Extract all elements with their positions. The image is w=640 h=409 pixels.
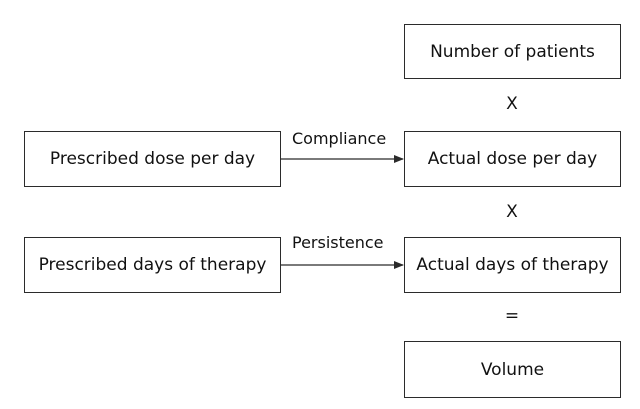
number-of-patients-label: Number of patients xyxy=(430,41,595,62)
prescribed-days-box: Prescribed days of therapy xyxy=(24,237,281,293)
compliance-label: Compliance xyxy=(292,129,387,148)
actual-dose-label: Actual dose per day xyxy=(427,149,598,169)
actual-days-box: Actual days of therapy xyxy=(404,237,621,293)
prescribed-dose-label: Prescribed dose per day xyxy=(49,149,256,169)
actual-dose-box: Actual dose per day xyxy=(404,131,621,187)
persistence-label: Persistence xyxy=(292,233,384,252)
actual-days-label: Actual days of therapy xyxy=(416,255,609,275)
multiply-operator-1: X xyxy=(506,94,518,114)
prescribed-dose-box: Prescribed dose per day xyxy=(24,131,281,187)
multiply-operator-2: X xyxy=(506,202,518,222)
number-of-patients-box: Number of patients xyxy=(404,24,621,79)
volume-label: Volume xyxy=(480,359,545,380)
volume-box: Volume xyxy=(404,341,621,398)
equals-operator: = xyxy=(504,306,520,326)
prescribed-days-label: Prescribed days of therapy xyxy=(38,255,267,275)
